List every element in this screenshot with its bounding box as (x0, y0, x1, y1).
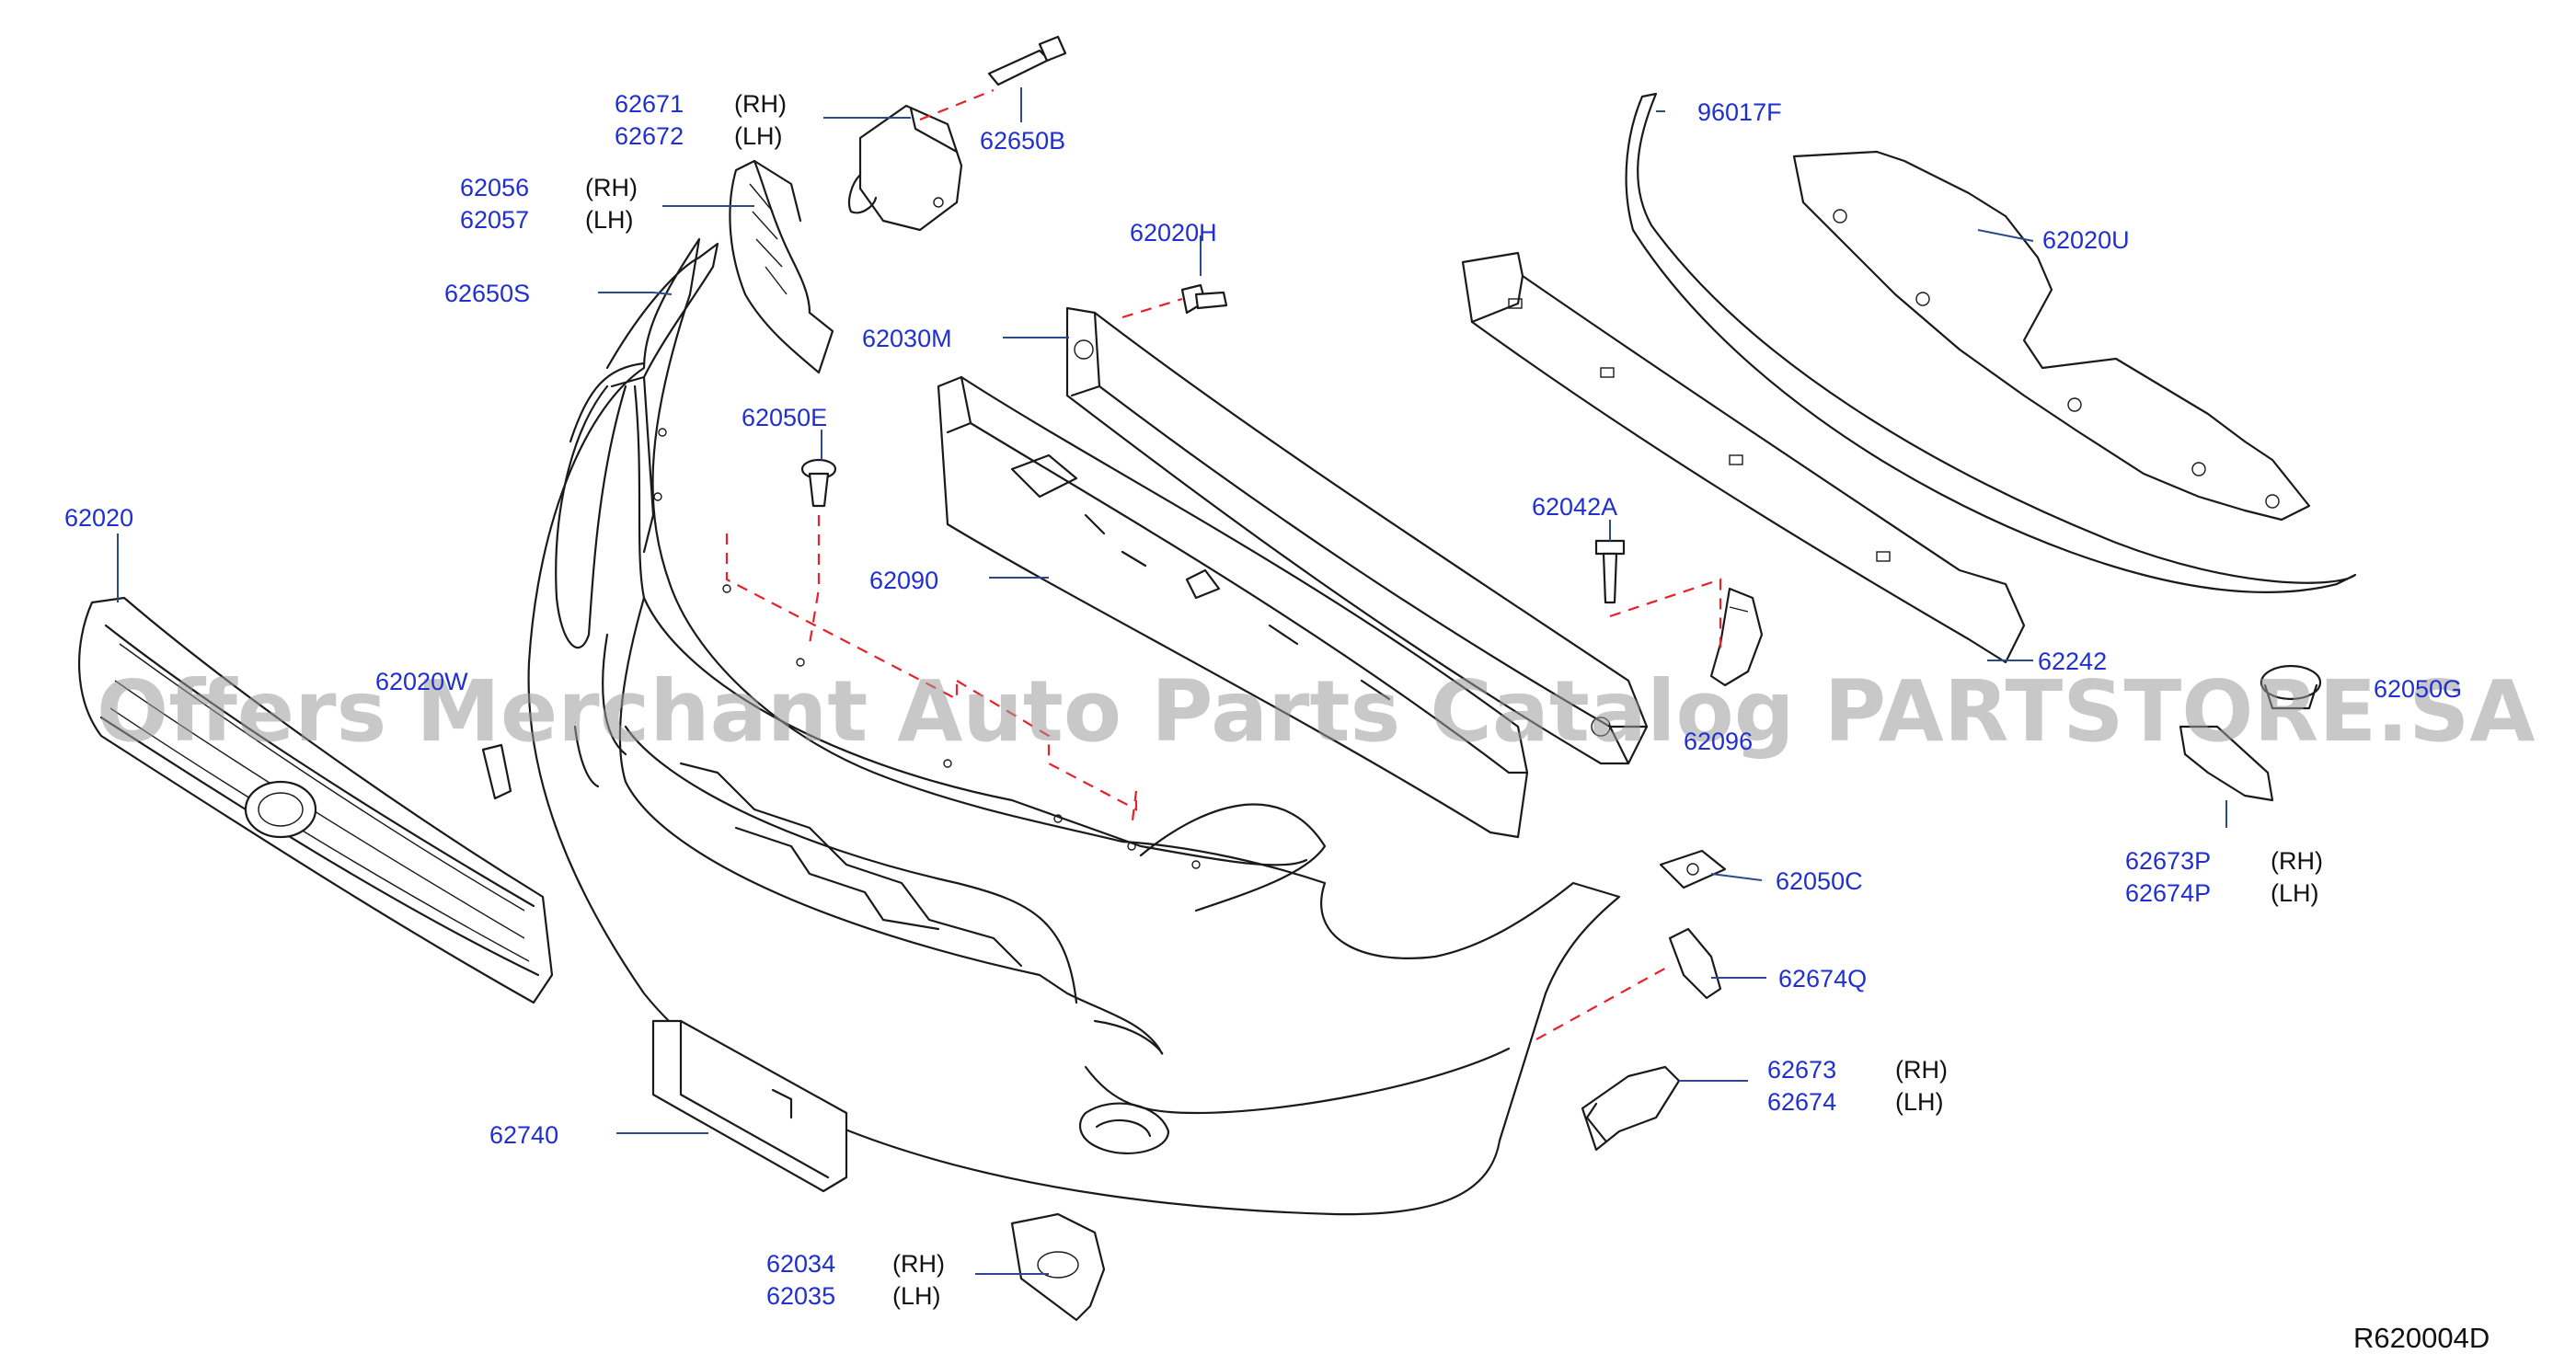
callout-pn[interactable]: 62035 (766, 1282, 835, 1310)
bracket-62096[interactable] (1709, 587, 1764, 687)
bracket-62674q[interactable] (1668, 927, 1722, 1000)
callout-pn[interactable]: 62020 (64, 504, 133, 532)
seal-strip[interactable] (1625, 92, 2357, 593)
callout-side: (LH) (892, 1282, 941, 1310)
bracket-62673p[interactable] (2179, 725, 2274, 802)
callout-pn[interactable]: 62096 (1684, 728, 1753, 755)
callout-pn[interactable]: 62020H (1130, 219, 1217, 247)
bumper-fascia[interactable] (527, 237, 1621, 1216)
leader-lines (117, 87, 2227, 1275)
callout-pn[interactable]: 62050C (1776, 867, 1863, 895)
callout-pn[interactable]: 62673P (2125, 847, 2211, 875)
callout-pn[interactable]: 62650S (444, 280, 530, 307)
callout-pn[interactable]: 62672 (615, 122, 684, 150)
watermark-text: Offers Merchant Auto Parts Catalog PARTS… (97, 662, 2536, 761)
callout-pn[interactable]: 62020W (375, 668, 468, 695)
bolt-62650b[interactable] (987, 35, 1067, 86)
clip-62050e[interactable] (800, 458, 837, 508)
front-grille[interactable] (77, 596, 554, 1004)
upper-member[interactable] (1461, 251, 2026, 664)
callout-pn[interactable]: 62650B (980, 127, 1065, 155)
callout-pn[interactable]: 62674Q (1778, 965, 1867, 992)
tow-hook-cap[interactable] (481, 743, 512, 800)
assembly-dashed-lines (725, 88, 1722, 1040)
callout-pn[interactable]: 62042A (1532, 493, 1617, 521)
callout-pn[interactable]: 62242 (2038, 648, 2107, 675)
callout-pn[interactable]: 62050G (2374, 675, 2462, 703)
bolt-62042a[interactable] (1594, 539, 1626, 604)
reinforcement-beam[interactable] (1065, 306, 1649, 765)
callout-side: (LH) (2271, 879, 2319, 907)
license-plate-bracket[interactable] (651, 1019, 848, 1193)
fascia-side-bracket[interactable] (605, 242, 719, 379)
callout-pn[interactable]: 62057 (460, 206, 529, 234)
callout-pn[interactable]: 96017F (1697, 98, 1782, 126)
callout-pn[interactable]: 62034 (766, 1250, 835, 1278)
callout-side: (RH) (734, 90, 787, 118)
callout-side: (LH) (734, 122, 783, 150)
callout-side: (RH) (585, 174, 638, 201)
callout-pn[interactable]: 62030M (862, 325, 952, 352)
callout-side: (LH) (1895, 1088, 1944, 1116)
callout-pn[interactable]: 62740 (489, 1121, 558, 1149)
clip-62020h[interactable] (1180, 283, 1228, 315)
callout-pn[interactable]: 62056 (460, 174, 529, 201)
callout-pn[interactable]: 62671 (615, 90, 684, 118)
fog-bracket[interactable] (1010, 1212, 1106, 1322)
side-retainer-bracket[interactable] (729, 159, 834, 374)
callout-pn[interactable]: 62020U (2042, 226, 2130, 254)
side-bracket-62673[interactable] (1581, 1065, 1681, 1152)
sensor-bracket[interactable] (847, 104, 963, 232)
callout-side: (RH) (892, 1250, 945, 1278)
under-cover[interactable] (1792, 150, 2311, 522)
callout-side: (RH) (1895, 1056, 1948, 1084)
diagram-reference-code: R620004D (2353, 1322, 2490, 1354)
callout-pn[interactable]: 62673 (1767, 1056, 1836, 1084)
callout-pn[interactable]: 62674 (1767, 1088, 1836, 1116)
clip-62050g[interactable] (2260, 664, 2322, 710)
callout-side: (LH) (585, 206, 634, 234)
callout-labels: 62671 (RH) 62672 (LH) 62650B 62056 (RH) … (64, 90, 2462, 1310)
callout-pn[interactable]: 62674P (2125, 879, 2211, 907)
callout-side: (RH) (2271, 847, 2323, 875)
energy-absorber[interactable] (937, 375, 1529, 839)
callout-pn[interactable]: 62050E (742, 404, 827, 431)
callout-pn[interactable]: 62090 (869, 567, 938, 594)
clip-nut-62050c[interactable] (1659, 849, 1727, 889)
